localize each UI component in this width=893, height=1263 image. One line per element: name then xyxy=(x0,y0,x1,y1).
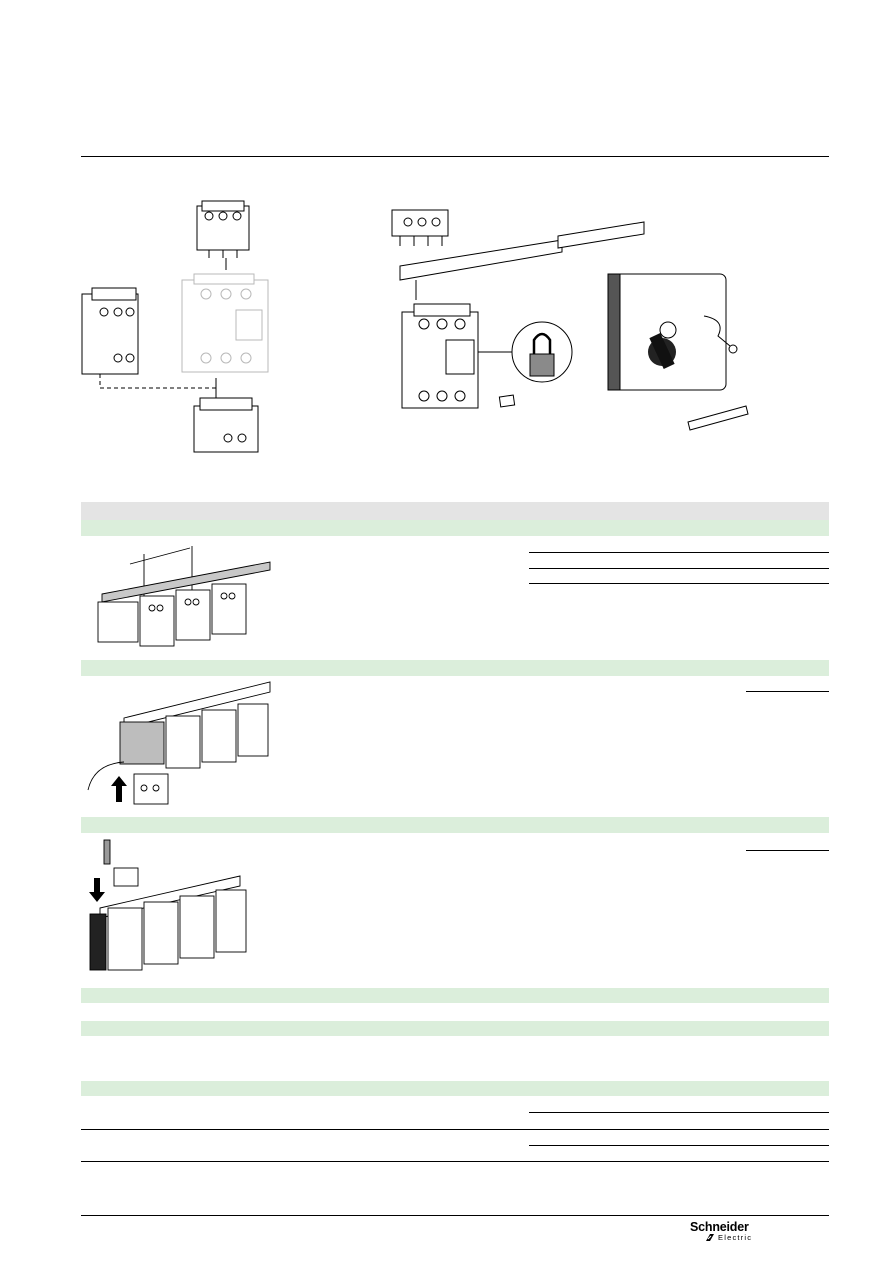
arrow-up-icon xyxy=(111,776,127,802)
bottom-auxiliary-block xyxy=(193,405,259,453)
busbar-enclosure-illustration xyxy=(391,209,749,431)
section-band-6 xyxy=(81,1081,829,1096)
bottom-rule xyxy=(81,1215,829,1216)
section-band-4 xyxy=(81,988,829,1003)
row-rule-6a xyxy=(529,1112,829,1113)
section-band-2 xyxy=(81,660,829,676)
table-header-band xyxy=(81,502,829,520)
section-band-3 xyxy=(81,817,829,833)
row-rule-1a xyxy=(529,552,829,553)
row-rule-3 xyxy=(746,850,829,851)
padlock-icon xyxy=(529,332,555,377)
busbar-long xyxy=(399,239,563,281)
logo-secondary-text: Electric xyxy=(718,1233,753,1242)
arrow-down-icon xyxy=(89,878,105,902)
row-rule-6d xyxy=(81,1161,829,1162)
schneider-electric-logo: Schneider Electric xyxy=(690,1221,760,1243)
logo-primary-text: Schneider xyxy=(690,1220,749,1234)
supply-block-mounting-illustration xyxy=(89,839,247,971)
faded-breaker xyxy=(181,273,269,373)
side-module-mounting-illustration xyxy=(87,681,271,805)
row-rule-1c xyxy=(529,583,829,584)
breaker-row-busbar-illustration xyxy=(97,546,271,647)
top-rule xyxy=(81,156,829,157)
row-rule-2 xyxy=(746,691,829,692)
section-band-1 xyxy=(81,520,829,536)
terminal-strip xyxy=(687,405,749,431)
logo-mark-icon xyxy=(706,1234,714,1241)
section-band-5 xyxy=(81,1021,829,1036)
row-rule-6c xyxy=(529,1145,829,1146)
row-rule-6b xyxy=(81,1129,829,1130)
row-rule-1b xyxy=(529,568,829,569)
busbar-short xyxy=(557,221,645,249)
breaker-addon-illustration xyxy=(81,200,269,453)
rotary-handle-icon xyxy=(648,333,676,369)
